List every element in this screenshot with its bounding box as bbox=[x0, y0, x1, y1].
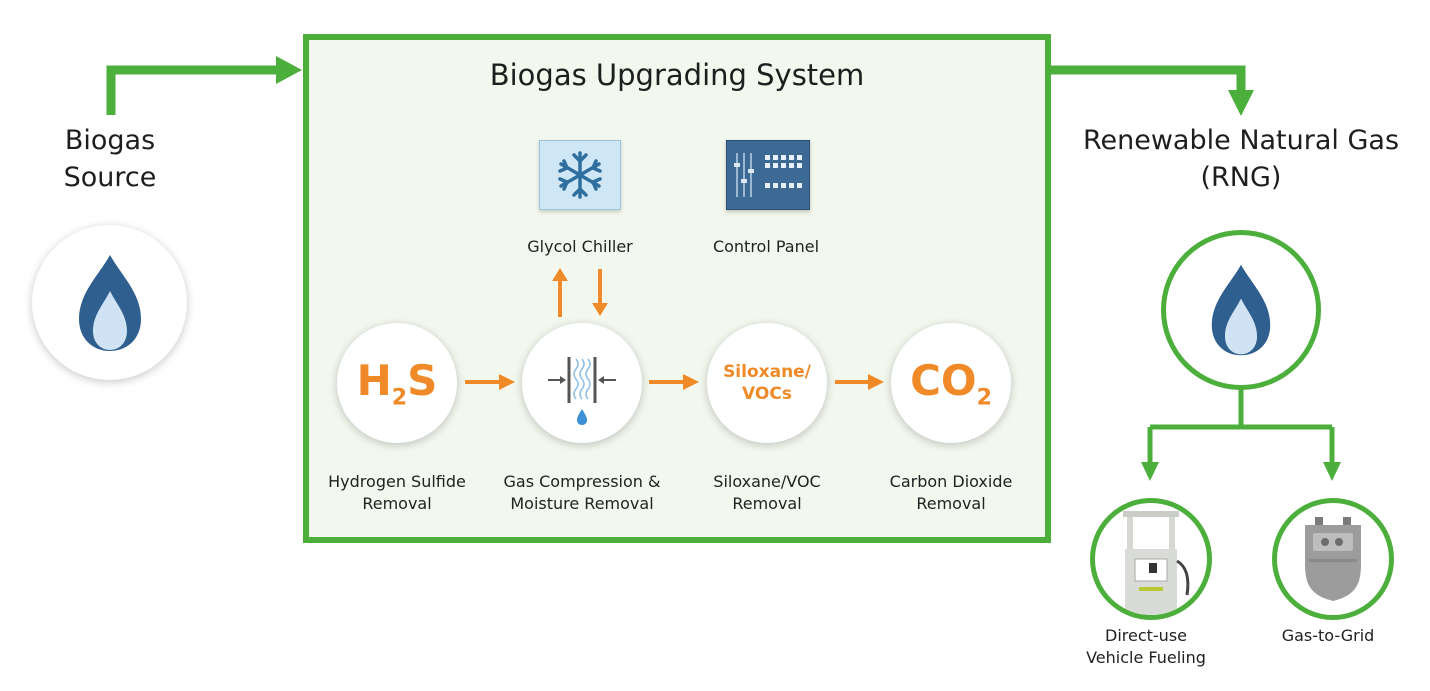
control-panel-icon bbox=[734, 153, 802, 197]
snowflake-icon bbox=[558, 151, 602, 199]
arrow-up-head bbox=[552, 268, 568, 281]
arrow-1-head bbox=[499, 374, 515, 390]
co2-symbol: CO2 bbox=[910, 355, 992, 411]
siloxane-symbol-line2: VOCs bbox=[742, 384, 792, 404]
arrow-3-head bbox=[868, 374, 884, 390]
fuel-dispenser-icon bbox=[1123, 511, 1190, 615]
inflow-connector bbox=[106, 65, 280, 115]
step-siloxane-label: Siloxane/VOC Removal bbox=[677, 471, 857, 515]
siloxane-symbol-line1: Siloxane/ bbox=[723, 362, 811, 382]
source-line1: Biogas bbox=[64, 125, 156, 156]
gas-to-grid-label: Gas-to-Grid bbox=[1281, 626, 1375, 645]
upgrading-system-box bbox=[303, 34, 1051, 543]
vehicle-fueling-label-line1: Direct-use bbox=[1105, 626, 1187, 645]
rng-line1: Renewable Natural Gas bbox=[1082, 125, 1400, 156]
water-drop-icon bbox=[577, 409, 587, 425]
biogas-source-circle bbox=[32, 225, 187, 380]
step-siloxane-label-line1: Siloxane/VOC bbox=[713, 472, 821, 491]
flame-icon bbox=[1211, 264, 1271, 356]
step-co2-circle: CO2 bbox=[891, 323, 1011, 443]
step-co2-label-line2: Removal bbox=[916, 494, 986, 513]
biogas-source-label: Biogas Source bbox=[40, 122, 180, 196]
compression-icon bbox=[548, 357, 616, 425]
control-panel-label: Control Panel bbox=[712, 237, 820, 256]
control-panel-unit bbox=[726, 140, 810, 210]
step-siloxane-circle: Siloxane/ VOCs bbox=[707, 323, 827, 443]
arrow-2-head bbox=[683, 374, 699, 390]
step-arrows bbox=[465, 374, 884, 390]
step-compression-circle bbox=[522, 323, 642, 443]
branch-right-arrowhead bbox=[1323, 462, 1341, 481]
chiller-loop-arrows bbox=[552, 268, 608, 317]
vehicle-fueling-label: Direct-use Vehicle Fueling bbox=[1066, 625, 1226, 669]
glycol-chiller-unit bbox=[539, 140, 621, 210]
rng-label: Renewable Natural Gas (RNG) bbox=[1075, 122, 1407, 196]
flame-icon bbox=[78, 254, 141, 351]
step-h2s-label-line1: Hydrogen Sulfide bbox=[328, 472, 466, 491]
h2s-symbol: H2S bbox=[356, 355, 438, 411]
step-siloxane-label-line2: Removal bbox=[732, 494, 802, 513]
glycol-chiller-label: Glycol Chiller bbox=[527, 237, 633, 256]
system-title: Biogas Upgrading System bbox=[489, 58, 865, 92]
arrow-down-head bbox=[592, 303, 608, 316]
step-h2s-circle: H2S bbox=[337, 323, 457, 443]
branch-left-arrowhead bbox=[1141, 462, 1159, 481]
vehicle-fueling-circle bbox=[1090, 498, 1212, 620]
gas-meter-icon bbox=[1305, 517, 1361, 601]
source-line2: Source bbox=[63, 162, 157, 193]
vehicle-fueling-label-line2: Vehicle Fueling bbox=[1086, 648, 1206, 667]
rng-circle bbox=[1161, 230, 1321, 390]
step-co2-label-line1: Carbon Dioxide bbox=[889, 472, 1013, 491]
outflow-arrowhead bbox=[1228, 90, 1254, 116]
step-compression-label-line1: Gas Compression & bbox=[503, 472, 661, 491]
rng-line2: (RNG) bbox=[1200, 162, 1282, 193]
step-h2s-label-line2: Removal bbox=[362, 494, 432, 513]
inflow-arrowhead bbox=[276, 56, 302, 84]
gas-to-grid-circle bbox=[1272, 498, 1394, 620]
step-co2-label: Carbon Dioxide Removal bbox=[861, 471, 1041, 515]
step-h2s-label: Hydrogen Sulfide Removal bbox=[307, 471, 487, 515]
outflow-connector bbox=[1045, 65, 1246, 92]
step-compression-label-line2: Moisture Removal bbox=[510, 494, 654, 513]
step-compression-label: Gas Compression & Moisture Removal bbox=[487, 471, 677, 515]
